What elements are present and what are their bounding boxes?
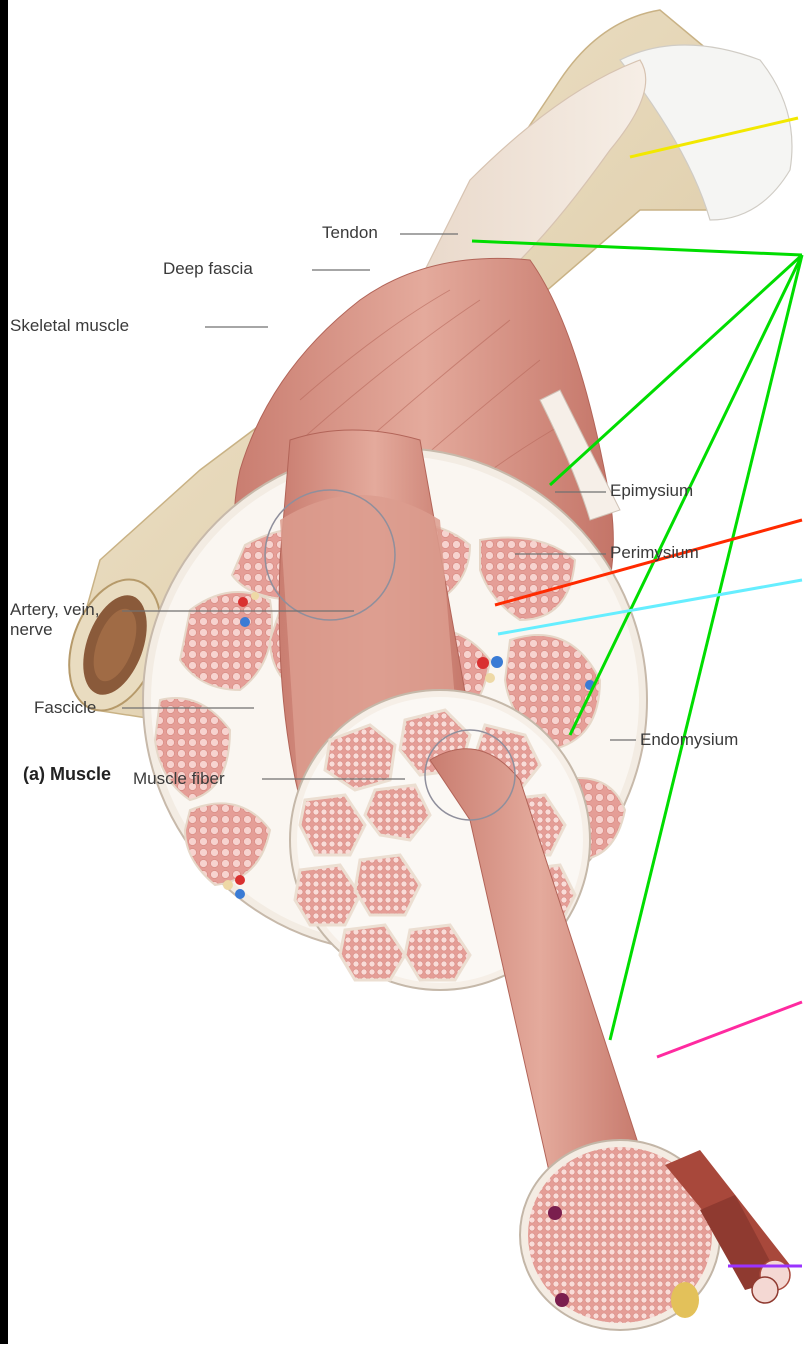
label-epimysium: Epimysium <box>610 481 693 501</box>
pointer-magenta <box>657 1002 802 1057</box>
label-perimysium: Perimysium <box>610 543 699 563</box>
label-artery-vein-nerve: Artery, vein, nerve <box>10 600 120 640</box>
left-edge-strip <box>0 0 8 1344</box>
label-artery-line2: nerve <box>10 620 120 640</box>
caption-muscle: (a) Muscle <box>23 764 111 784</box>
label-deep-fascia: Deep fascia <box>163 259 253 279</box>
label-muscle-fiber: Muscle fiber <box>133 769 225 789</box>
label-skeletal-muscle: Skeletal muscle <box>10 316 129 336</box>
label-artery-line1: Artery, vein, <box>10 600 120 620</box>
pointer-green-2 <box>550 255 802 485</box>
label-fascicle: Fascicle <box>34 698 96 718</box>
label-endomysium: Endomysium <box>640 730 738 750</box>
label-tendon: Tendon <box>322 223 378 243</box>
